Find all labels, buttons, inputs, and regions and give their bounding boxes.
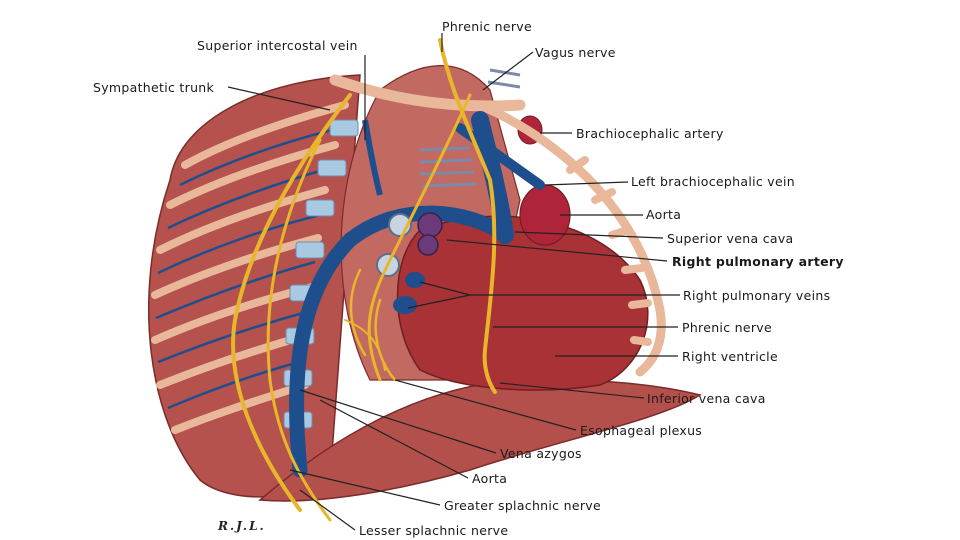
label-vena-azygos: Vena azygos (500, 446, 582, 461)
esophageal-plexus-branch-1 (349, 268, 367, 357)
right-pulmonary-artery-section (417, 212, 443, 238)
label-aorta-lower: Aorta (472, 471, 508, 486)
label-lesser-splachnic-nerve: Lesser splachnic nerve (359, 523, 509, 538)
sympathetic-trunk-nerve (231, 93, 352, 512)
esophageal-plexus-branch-3 (344, 319, 386, 371)
vena-azygos (289, 205, 513, 478)
thoracic-wall (147, 74, 361, 498)
label-vagus-nerve: Vagus nerve (535, 45, 616, 60)
label-brachiocephalic-artery: Brachiocephalic artery (576, 126, 724, 141)
label-sympathetic-trunk: Sympathetic trunk (93, 80, 215, 95)
phrenic-nerve-path (438, 38, 497, 394)
label-esophageal-plexus: Esophageal plexus (580, 423, 703, 438)
label-phrenic-nerve-top: Phrenic nerve (442, 19, 532, 34)
front-rib-arch (475, 100, 666, 377)
label-right-pulmonary-artery: Right pulmonary artery (672, 254, 844, 269)
artist-signature: R.J.L. (218, 519, 266, 533)
pulmonary-vein-1 (393, 296, 417, 314)
label-inferior-vena-cava: Inferior vena cava (647, 391, 766, 406)
nerves (231, 38, 497, 522)
pulmonary-vein-2 (405, 272, 425, 288)
label-right-pulmonary-veins: Right pulmonary veins (683, 288, 831, 303)
superior-intercostal-vein (362, 119, 383, 196)
label-greater-splachnic-nerve: Greater splachnic nerve (444, 498, 601, 513)
label-left-brachiocephalic-vein: Left brachiocephalic vein (631, 174, 795, 189)
label-phrenic-nerve-lower: Phrenic nerve (682, 320, 772, 335)
leader-lines (227, 33, 680, 531)
diaphragm (258, 378, 702, 502)
esophageal-plexus-branch-2 (374, 298, 397, 382)
greater-splachnic-nerve-path (266, 138, 332, 522)
rib-stubs (566, 156, 652, 346)
clavicle (329, 74, 526, 112)
label-right-ventricle: Right ventricle (682, 349, 778, 364)
label-superior-intercostal-vein: Superior intercostal vein (197, 38, 358, 53)
label-aorta-upper: Aorta (646, 207, 682, 222)
label-superior-vena-cava: Superior vena cava (667, 231, 794, 246)
superior-vena-cava (471, 111, 514, 244)
right-pulmonary-artery-section-2 (417, 234, 439, 256)
